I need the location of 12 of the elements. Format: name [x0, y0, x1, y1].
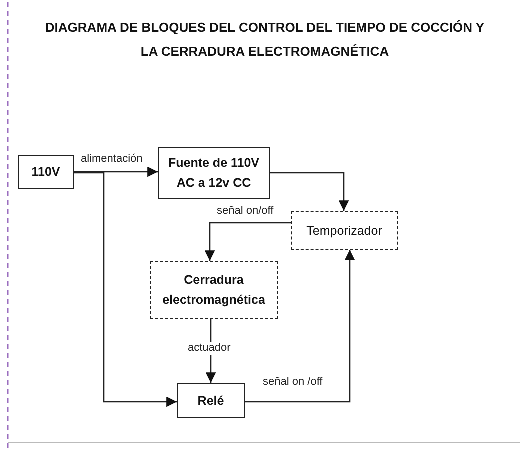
- arrow: [204, 222, 291, 261]
- diagram-title: DIAGRAMA DE BLOQUES DEL CONTROL DEL TIEMPO DE COCCIÓN Y LA CERRADURA ELECTROMAGNÉTICA: [44, 19, 486, 61]
- dashed-block: Temporizador: [291, 211, 398, 250]
- block: Relé: [177, 383, 245, 418]
- block: Fuente de 110V AC a 12v CC: [158, 147, 270, 199]
- arrow: [245, 250, 356, 403]
- arrow: [270, 172, 350, 211]
- edge-label: actuador: [187, 342, 232, 355]
- arrow: [74, 166, 158, 178]
- dashed-block: Cerradura electromagnética: [150, 261, 278, 319]
- block: 110V: [18, 155, 74, 189]
- arrow: [74, 172, 177, 408]
